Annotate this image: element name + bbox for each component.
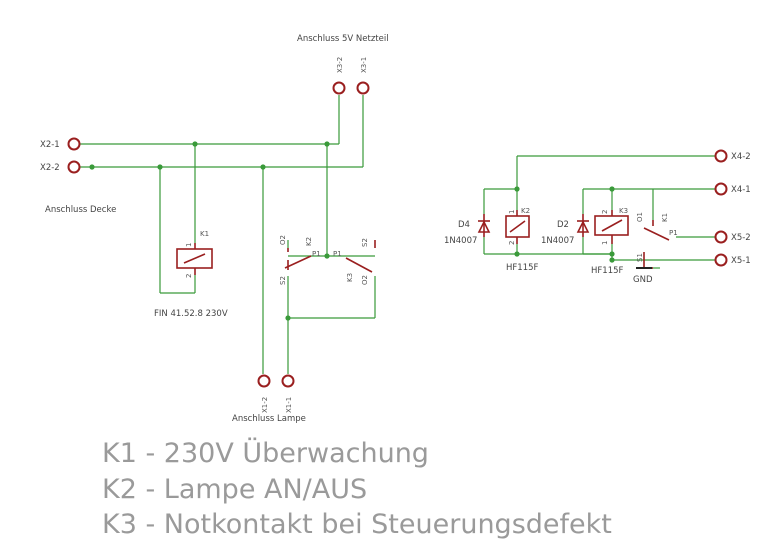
connector-x4-2: X4-2 [714, 149, 751, 163]
ground-label: GND [633, 275, 653, 285]
diode-d2-name: D2 [557, 220, 569, 230]
diode-d2: D2 1N4007 [541, 214, 590, 246]
connector-x4-1: X4-1 [714, 182, 751, 196]
contact-k2-s2: S2 [279, 276, 287, 285]
relay-k1: K1 1 2 [176, 230, 213, 278]
contact-k2-name: K2 [305, 237, 313, 246]
relay-k3-type: HF115F [591, 266, 624, 276]
left-wires [79, 95, 376, 374]
connector-x2-1: X2-1 [40, 137, 81, 151]
contact-k3: K3 S2 O2 P1 [333, 238, 376, 285]
ground-symbol: GND [633, 267, 653, 285]
relay-k3: K3 2 1 HF115F [591, 207, 629, 276]
contact-k1-name: K1 [661, 213, 669, 222]
diode-d4-type: 1N4007 [444, 236, 477, 246]
relay-k2-pin1: 1 [508, 210, 516, 214]
contact-k3-s2: S2 [361, 238, 369, 247]
connector-x1-1: X1-1 [281, 374, 295, 413]
right-junctions [514, 186, 615, 263]
legend-k1: K1 - 230V Überwachung [102, 438, 429, 469]
contact-k1: K1 O1 S1 P1 [636, 212, 678, 268]
connector-x2-2-label: X2-2 [40, 163, 60, 173]
relay-k2-name: K2 [521, 207, 530, 215]
relay-k3-pin1: 1 [601, 241, 609, 245]
legend-k2: K2 - Lampe AN/AUS [102, 474, 368, 505]
relay-k1-name: K1 [200, 230, 209, 238]
contact-k1-p1: P1 [669, 229, 678, 237]
relay-k2-type: HF115F [506, 263, 539, 273]
connector-x1-2-label: X1-2 [261, 397, 269, 413]
contact-k3-name: K3 [346, 273, 354, 282]
contact-k2-o2: O2 [279, 235, 287, 245]
left-junctions [89, 141, 330, 321]
legend-k3: K3 - Notkontakt bei Steuerungsdefekt [102, 509, 612, 540]
label-relay-fin: FIN 41.52.8 230V [154, 309, 228, 319]
connector-x4-1-label: X4-1 [731, 185, 751, 195]
contact-k1-o1: O1 [636, 212, 644, 222]
connector-x3-2-label: X3-2 [336, 57, 344, 73]
label-netzteil: Anschluss 5V Netzteil [297, 34, 389, 44]
relay-k2: K2 1 2 HF115F [505, 207, 539, 273]
relay-k1-pin1: 1 [185, 243, 193, 247]
connector-x5-2: X5-2 [714, 230, 751, 244]
diode-d2-type: 1N4007 [541, 236, 574, 246]
connector-x5-1-label: X5-1 [731, 256, 751, 266]
connector-x3-2: X3-2 [332, 57, 346, 95]
relay-k3-pin2: 2 [601, 210, 609, 214]
label-decke: Anschluss Decke [45, 205, 116, 215]
relay-k3-name: K3 [619, 207, 628, 215]
relay-k1-pin2: 2 [185, 274, 193, 278]
connector-x5-1: X5-1 [714, 253, 751, 267]
right-wires [483, 155, 716, 269]
label-lampe: Anschluss Lampe [232, 414, 306, 424]
relay-k2-pin2: 2 [508, 241, 516, 245]
contact-k2-p1: P1 [312, 250, 321, 258]
connector-x3-1-label: X3-1 [360, 57, 368, 73]
connector-x1-2: X1-2 [257, 374, 271, 413]
connector-x4-2-label: X4-2 [731, 152, 751, 162]
connector-x1-1-label: X1-1 [285, 397, 293, 413]
contact-k3-p1: P1 [333, 250, 342, 258]
contact-k2: K2 O2 S2 P1 [279, 235, 321, 285]
diode-d4: D4 1N4007 [444, 214, 491, 246]
connector-x2-1-label: X2-1 [40, 140, 60, 150]
connector-x5-2-label: X5-2 [731, 233, 751, 243]
connector-x2-2: X2-2 [40, 160, 81, 174]
contact-k1-s1: S1 [636, 253, 644, 262]
diode-d4-name: D4 [458, 220, 470, 230]
connector-x3-1: X3-1 [356, 57, 370, 95]
contact-k3-o2: O2 [361, 275, 369, 285]
